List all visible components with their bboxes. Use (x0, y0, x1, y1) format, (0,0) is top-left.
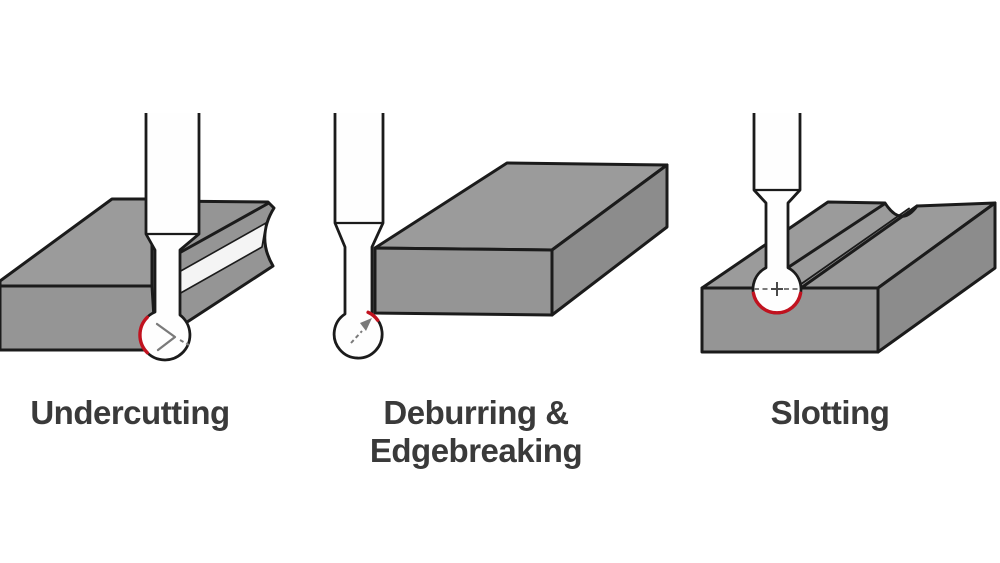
workpiece-front-face (700, 286, 880, 354)
cutting-contact-arc (138, 315, 149, 355)
ball-end-cutter (332, 113, 385, 360)
cutting-contact-arc (366, 310, 380, 322)
ball-center-mark (771, 282, 783, 296)
panel-deburring-edgebreaking (332, 113, 669, 360)
workpiece-front-face (0, 284, 158, 352)
caption-line-2: Edgebreaking (369, 432, 583, 469)
workpiece-front-face (373, 246, 554, 317)
slot-inner-wall-line (793, 207, 910, 290)
cut-direction-chevron (155, 322, 177, 352)
cut-direction-dash (350, 330, 363, 344)
cutting-contact-arc (751, 291, 803, 315)
panel-slotting (700, 113, 997, 354)
slot-right-edge (799, 204, 919, 290)
panel-undercutting (0, 113, 276, 362)
caption-undercutting: Undercutting (30, 394, 230, 432)
workpiece-top-face (0, 197, 154, 288)
ball-end-cutter (138, 113, 201, 362)
caption-line: Deburring & (383, 394, 569, 431)
caption-line: Slotting (770, 394, 890, 431)
caption-slotting: Slotting (771, 394, 890, 432)
caption-line: Undercutting (30, 394, 230, 431)
cut-direction-arrowhead (360, 318, 372, 331)
cut-direction-dash (179, 339, 190, 346)
caption-deburring-edgebreaking: Deburring & Edgebreaking (369, 394, 583, 470)
undercut-groove-top-edge (179, 202, 270, 254)
